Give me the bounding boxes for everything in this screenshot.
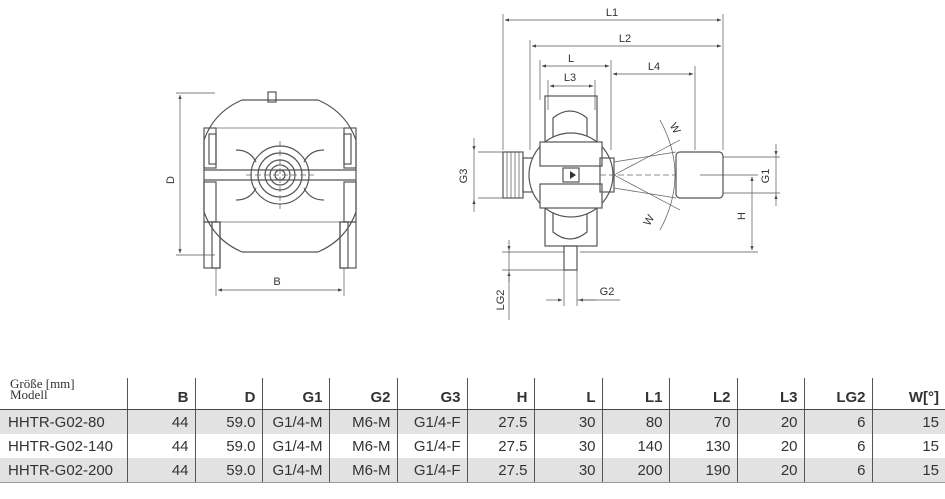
model-label: Modell: [10, 387, 48, 402]
table-row: HHTR-G02-200 44 59.0 G1/4-M M6-M G1/4-F …: [0, 458, 945, 483]
dim-label-g3: G3: [458, 169, 470, 184]
dim-label-w-bottom: W: [642, 212, 658, 228]
dim-label-h: H: [736, 212, 748, 220]
table-cell: M6-M: [329, 434, 398, 458]
table-cell: 140: [602, 434, 670, 458]
table-cell: 6: [804, 458, 873, 483]
table-cell: 130: [669, 434, 738, 458]
table-cell: 27.5: [467, 409, 535, 434]
col-header-lg2: LG2: [804, 378, 873, 410]
technical-drawing: D B L1 L2 L L3 L4: [165, 7, 780, 320]
col-header-b: B: [127, 378, 196, 410]
table-cell: 20: [737, 458, 805, 483]
table-cell: 20: [737, 409, 805, 434]
table-cell: 59.0: [195, 409, 263, 434]
table-cell: 59.0: [195, 458, 263, 483]
dim-label-w-top: W: [667, 121, 683, 137]
table-row: HHTR-G02-80 44 59.0 G1/4-M M6-M G1/4-F 2…: [0, 409, 945, 434]
table-cell: 44: [127, 458, 196, 483]
table-cell: 15: [922, 437, 939, 455]
table-row: HHTR-G02-140 44 59.0 G1/4-M M6-M G1/4-F …: [0, 434, 945, 458]
model-cell: HHTR-G02-200: [0, 458, 128, 483]
col-header-w: W[°]: [872, 378, 945, 410]
table-cell: G1/4-M: [262, 458, 330, 483]
table-cell: 6: [804, 434, 873, 458]
table-cell: 44: [127, 434, 196, 458]
dim-label-l2: L2: [619, 33, 631, 45]
model-header: Größe [mm]Modell: [0, 376, 128, 410]
table-cell: 200: [602, 458, 670, 483]
table-cell: 59.0: [195, 434, 263, 458]
table-cell: M6-M: [329, 409, 398, 434]
table-cell: G1/4-F: [397, 409, 468, 434]
table-cell: G1/4-F: [397, 434, 468, 458]
side-view: L1 L2 L L3 L4: [458, 7, 780, 320]
table-cell: 190: [669, 458, 738, 483]
table-cell: M6-M: [329, 458, 398, 483]
spec-table: Größe [mm]Modell B D G1 G2 G3 H L L1 L2 …: [0, 376, 945, 483]
table-cell: 20: [737, 434, 805, 458]
table-cell: 44: [127, 409, 196, 434]
dim-label-d: D: [165, 176, 177, 184]
col-header-d: D: [195, 378, 263, 410]
dim-label-g2: G2: [600, 286, 615, 298]
table-cell: G1/4-F: [397, 458, 468, 483]
col-header-l1: L1: [602, 378, 670, 410]
model-cell: HHTR-G02-80: [0, 409, 128, 434]
table-cell: G1/4-M: [262, 409, 330, 434]
model-cell: HHTR-G02-140: [0, 434, 128, 458]
table-cell: 30: [534, 434, 603, 458]
dim-label-g1: G1: [760, 169, 772, 184]
col-header-g2: G2: [329, 378, 398, 410]
table-cell: 30: [534, 409, 603, 434]
col-header-l2: L2: [669, 378, 738, 410]
dim-label-l1: L1: [606, 7, 618, 19]
col-header-l: L: [534, 378, 603, 410]
dim-label-b: B: [273, 276, 280, 288]
table-cell: 70: [669, 409, 738, 434]
table-header-row: Größe [mm]Modell B D G1 G2 G3 H L L1 L2 …: [0, 376, 945, 410]
size-unit-label: Größe [mm]: [10, 376, 75, 391]
dim-label-lg2: LG2: [495, 290, 507, 311]
dim-label-l4: L4: [648, 61, 660, 73]
table-cell: 80: [602, 409, 670, 434]
table-cell: 15: [872, 458, 945, 483]
table-cell: 15: [872, 409, 945, 434]
table-cell: 6: [804, 409, 873, 434]
col-header-g1: G1: [262, 378, 330, 410]
col-header-l3: L3: [737, 378, 805, 410]
dim-label-l3: L3: [564, 72, 576, 84]
col-header-g3: G3: [397, 378, 468, 410]
table-cell: 30: [534, 458, 603, 483]
col-header-h: H: [467, 378, 535, 410]
table-cell: G1/4-M: [262, 434, 330, 458]
table-cell: 27.5: [467, 458, 535, 483]
table-cell: 27.5: [467, 434, 535, 458]
dim-label-l: L: [568, 53, 574, 65]
front-view: D B: [165, 91, 357, 296]
